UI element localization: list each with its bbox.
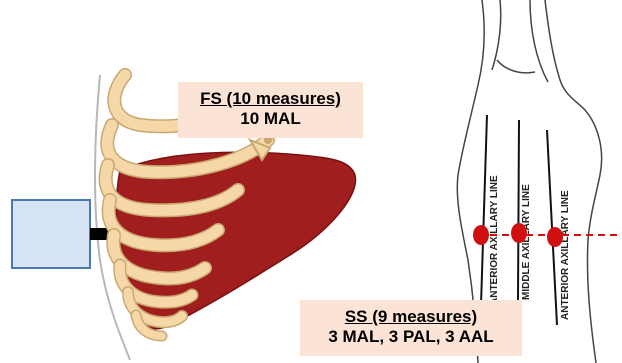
measurement-dot-aal [473,225,489,245]
measurement-dot-pal [547,227,563,247]
left-line-label: ANTERIOR AXILLARY LINE [489,175,500,305]
right-line-label: ANTERIOR AXILLARY LINE [560,190,571,320]
ultrasound-probe [12,200,90,268]
fs-caption-title: FS (10 measures) [178,89,363,109]
fs-caption-detail: 10 MAL [178,109,363,129]
fs-caption-box: FS (10 measures) 10 MAL [178,82,363,138]
middle-line-label: MIDDLE AXILLARY LINE [521,184,532,300]
middle-axillary-line [518,120,519,300]
anterior-axillary-line-left [481,115,487,305]
ss-caption-detail: 3 MAL, 3 PAL, 3 AAL [300,327,522,347]
measurement-dot-mal [511,223,527,243]
ss-caption-box: SS (9 measures) 3 MAL, 3 PAL, 3 AAL [300,300,522,356]
ss-caption-title: SS (9 measures) [300,307,522,327]
